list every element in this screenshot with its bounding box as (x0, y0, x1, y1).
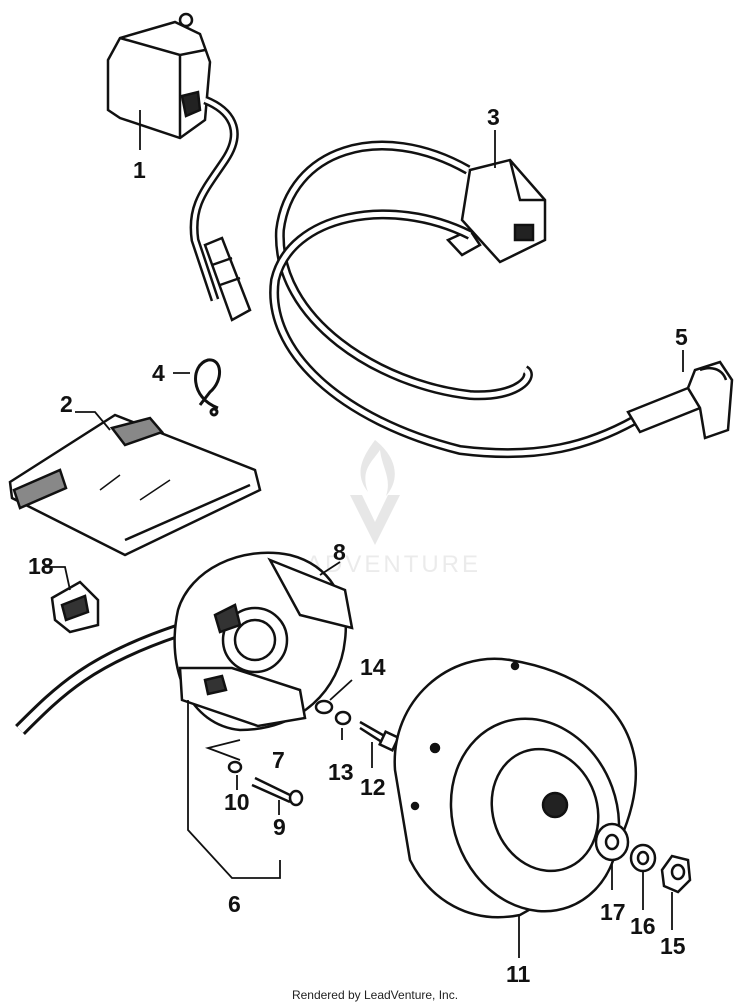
grommet (50, 580, 100, 634)
wire-clip (194, 358, 221, 417)
callout-3: 3 (487, 104, 500, 130)
callout-labels: 1 2 3 4 5 6 7 8 9 10 11 12 13 14 15 16 1… (28, 104, 688, 987)
callout-7: 7 (272, 747, 285, 773)
hardware (227, 699, 400, 807)
callout-10: 10 (224, 789, 250, 815)
callout-12: 12 (360, 774, 386, 800)
washer-13 (334, 710, 352, 726)
stator-assembly (15, 551, 354, 735)
washer-10 (227, 760, 243, 774)
callout-15: 15 (660, 933, 686, 959)
ignition-coil (269, 140, 638, 459)
cover-sheet (8, 413, 262, 557)
spark-plug-cap (626, 360, 734, 440)
callout-17: 17 (600, 899, 626, 925)
flywheel (393, 657, 637, 919)
callout-16: 16 (630, 913, 656, 939)
leader-lines (45, 110, 684, 958)
callout-2: 2 (60, 391, 73, 417)
callout-6: 6 (228, 891, 241, 917)
cdi-unit (106, 12, 252, 322)
callout-13: 13 (328, 759, 354, 785)
screw-9 (251, 776, 293, 804)
washer-14 (314, 699, 334, 715)
callout-18: 18 (28, 553, 54, 579)
callout-9: 9 (273, 814, 286, 840)
callout-5: 5 (675, 324, 688, 350)
screw-9-head (288, 789, 304, 807)
callout-4: 4 (152, 360, 165, 386)
callout-8: 8 (333, 539, 346, 565)
flywheel-nut-set (594, 822, 692, 894)
footer-credit: Rendered by LeadVenture, Inc. (291, 988, 459, 1002)
callout-1: 1 (133, 157, 146, 183)
callout-11: 11 (506, 961, 531, 987)
callout-14: 14 (360, 654, 386, 680)
